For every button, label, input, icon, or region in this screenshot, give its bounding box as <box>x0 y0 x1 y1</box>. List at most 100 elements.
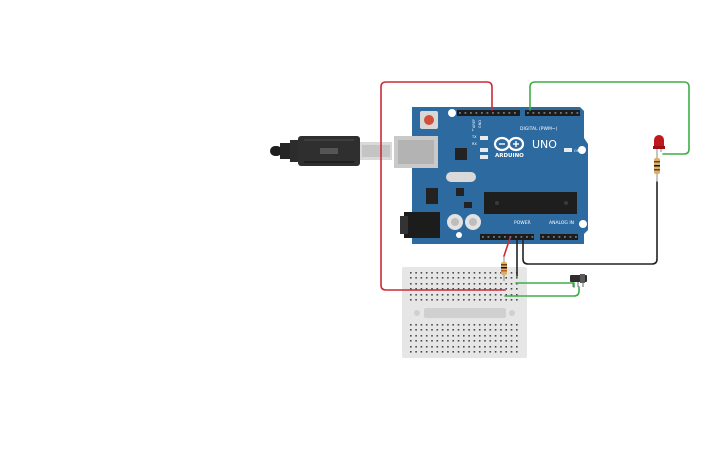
breadboard-hole[interactable] <box>473 346 476 348</box>
header-pin[interactable] <box>459 112 461 114</box>
breadboard-hole[interactable] <box>436 329 439 331</box>
breadboard-hole[interactable] <box>436 294 439 296</box>
breadboard-hole[interactable] <box>431 340 433 342</box>
breadboard-hole[interactable] <box>494 351 497 353</box>
breadboard-hole[interactable] <box>505 299 507 301</box>
breadboard-hole[interactable] <box>494 299 497 301</box>
breadboard-hole[interactable] <box>410 299 412 301</box>
breadboard-hole[interactable] <box>489 272 492 274</box>
breadboard-hole[interactable] <box>441 283 444 285</box>
breadboard-hole[interactable] <box>441 299 444 301</box>
breadboard-hole[interactable] <box>468 329 470 331</box>
header-pin[interactable] <box>464 112 467 114</box>
breadboard-hole[interactable] <box>447 340 449 342</box>
breadboard-hole[interactable] <box>478 340 481 342</box>
breadboard-hole[interactable] <box>425 346 428 348</box>
breadboard-hole[interactable] <box>410 294 412 296</box>
breadboard-hole[interactable] <box>494 346 497 348</box>
header-pin[interactable] <box>470 112 472 114</box>
breadboard-hole[interactable] <box>441 294 444 296</box>
breadboard-hole[interactable] <box>447 351 449 353</box>
breadboard-hole[interactable] <box>415 272 417 274</box>
breadboard-hole[interactable] <box>473 324 476 326</box>
breadboard-hole[interactable] <box>505 335 507 337</box>
breadboard-hole[interactable] <box>441 324 444 326</box>
header-pin[interactable] <box>575 236 577 238</box>
breadboard-hole[interactable] <box>457 340 460 342</box>
breadboard-hole[interactable] <box>494 272 497 274</box>
breadboard-hole[interactable] <box>452 324 454 326</box>
breadboard-hole[interactable] <box>489 340 492 342</box>
breadboard-hole[interactable] <box>415 288 417 290</box>
header-pin[interactable] <box>481 112 483 114</box>
breadboard-hole[interactable] <box>489 351 492 353</box>
breadboard-hole[interactable] <box>516 324 518 326</box>
breadboard-hole[interactable] <box>505 329 507 331</box>
breadboard-hole[interactable] <box>516 346 518 348</box>
breadboard-hole[interactable] <box>436 277 439 279</box>
breadboard-hole[interactable] <box>478 346 481 348</box>
breadboard-hole[interactable] <box>484 299 486 301</box>
breadboard-hole[interactable] <box>516 335 518 337</box>
breadboard-hole[interactable] <box>425 277 428 279</box>
breadboard-hole[interactable] <box>500 294 502 296</box>
breadboard-hole[interactable] <box>516 294 518 296</box>
breadboard-hole[interactable] <box>431 346 433 348</box>
breadboard-hole[interactable] <box>500 272 502 274</box>
header-pin[interactable] <box>542 236 544 238</box>
breadboard-hole[interactable] <box>441 272 444 274</box>
breadboard-hole[interactable] <box>457 346 460 348</box>
breadboard-hole[interactable] <box>452 294 454 296</box>
breadboard-hole[interactable] <box>489 299 492 301</box>
breadboard-hole[interactable] <box>473 351 476 353</box>
breadboard-hole[interactable] <box>478 324 481 326</box>
header-pin[interactable] <box>527 112 529 114</box>
breadboard-hole[interactable] <box>415 351 417 353</box>
breadboard-hole[interactable] <box>473 340 476 342</box>
breadboard-hole[interactable] <box>468 272 470 274</box>
breadboard-hole[interactable] <box>478 351 481 353</box>
header-pin[interactable] <box>492 112 494 114</box>
breadboard-hole[interactable] <box>420 324 423 326</box>
breadboard-hole[interactable] <box>463 351 465 353</box>
breadboard-hole[interactable] <box>441 335 444 337</box>
breadboard-hole[interactable] <box>410 277 412 279</box>
breadboard-hole[interactable] <box>516 340 518 342</box>
breadboard-hole[interactable] <box>484 294 486 296</box>
breadboard-hole[interactable] <box>478 329 481 331</box>
header-pin[interactable] <box>482 236 484 238</box>
breadboard-hole[interactable] <box>415 277 417 279</box>
breadboard-hole[interactable] <box>425 272 428 274</box>
breadboard-hole[interactable] <box>441 329 444 331</box>
breadboard-hole[interactable] <box>457 335 460 337</box>
breadboard-hole[interactable] <box>489 346 492 348</box>
header-pin[interactable] <box>532 112 535 114</box>
breadboard-hole[interactable] <box>500 283 502 285</box>
breadboard-hole[interactable] <box>468 324 470 326</box>
breadboard-hole[interactable] <box>500 335 502 337</box>
usb-cable[interactable] <box>270 136 392 166</box>
breadboard-hole[interactable] <box>484 335 486 337</box>
breadboard-hole[interactable] <box>410 351 412 353</box>
breadboard-hole[interactable] <box>510 283 513 285</box>
header-pin[interactable] <box>503 112 505 114</box>
header-pin[interactable] <box>554 112 557 114</box>
breadboard-hole[interactable] <box>478 299 481 301</box>
breadboard-hole[interactable] <box>415 294 417 296</box>
breadboard-hole[interactable] <box>441 277 444 279</box>
breadboard[interactable] <box>402 267 527 358</box>
breadboard-hole[interactable] <box>452 272 454 274</box>
breadboard-hole[interactable] <box>500 288 502 290</box>
breadboard-hole[interactable] <box>484 340 486 342</box>
breadboard-hole[interactable] <box>463 299 465 301</box>
breadboard-hole[interactable] <box>484 283 486 285</box>
breadboard-hole[interactable] <box>441 351 444 353</box>
breadboard-hole[interactable] <box>436 351 439 353</box>
breadboard-hole[interactable] <box>431 288 433 290</box>
breadboard-hole[interactable] <box>436 288 439 290</box>
breadboard-hole[interactable] <box>420 277 423 279</box>
breadboard-hole[interactable] <box>420 329 423 331</box>
breadboard-hole[interactable] <box>489 283 492 285</box>
header-pin[interactable] <box>543 112 546 114</box>
breadboard-hole[interactable] <box>420 335 423 337</box>
